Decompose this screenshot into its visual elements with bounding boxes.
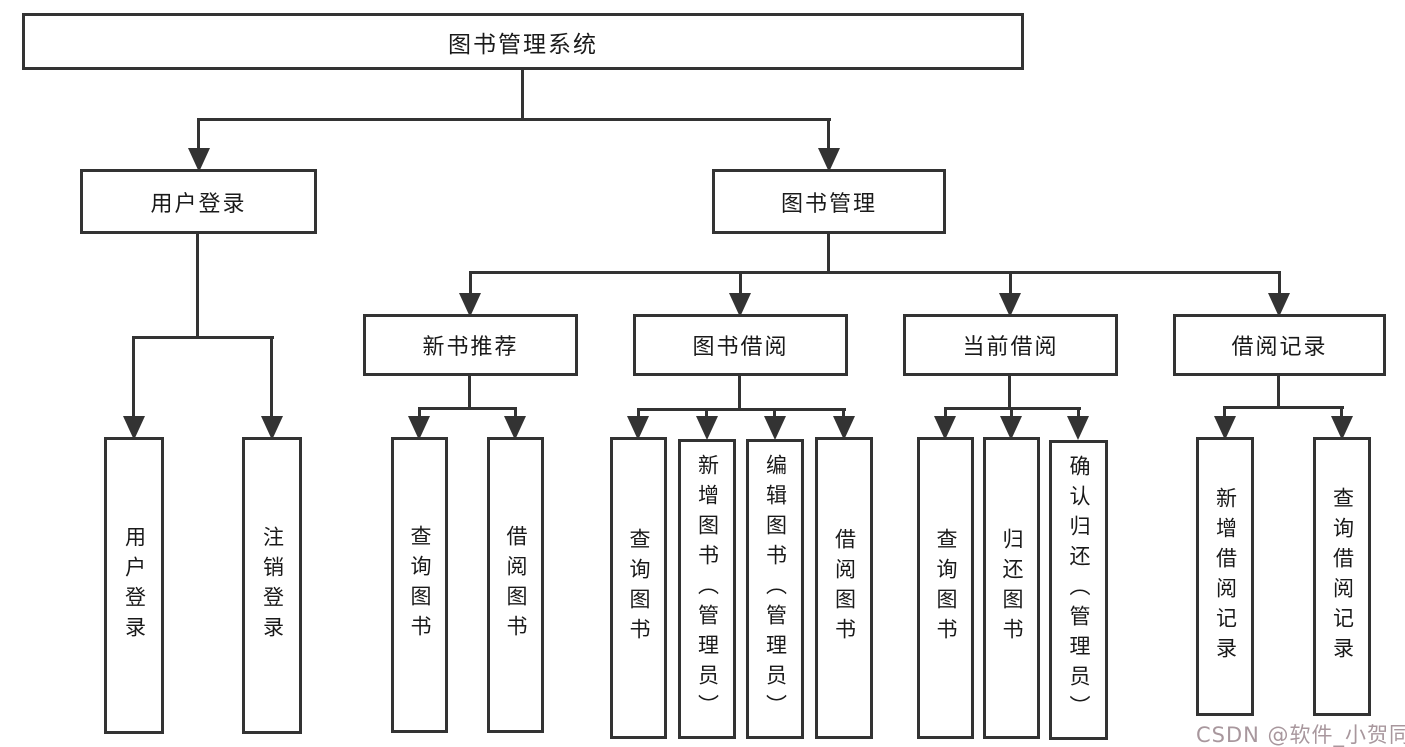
arrowhead-down-icon xyxy=(729,293,751,317)
node-borrow-books: 借阅图书 xyxy=(815,437,873,739)
node-book-borrowing: 图书借阅 xyxy=(633,314,848,376)
node-user-login-leaf: 用户登录 xyxy=(104,437,164,734)
node-logout: 注销登录 xyxy=(242,437,302,734)
connector-line xyxy=(1277,376,1280,409)
arrowhead-down-icon xyxy=(627,416,649,440)
connector-line xyxy=(270,336,273,416)
connector-line xyxy=(738,376,741,411)
connector-line xyxy=(637,408,846,411)
arrowhead-down-icon xyxy=(1331,416,1353,440)
node-library-management-system: 图书管理系统 xyxy=(22,13,1024,70)
node-current-borrowing: 当前借阅 xyxy=(903,314,1118,376)
node-label: 当前借阅 xyxy=(962,335,1059,360)
arrowhead-down-icon xyxy=(764,416,786,440)
node-label: 查询图书 xyxy=(934,528,958,648)
node-label: 查询借阅记录 xyxy=(1330,486,1355,667)
connector-line xyxy=(418,407,421,416)
node-new-book-recommend: 新书推荐 xyxy=(363,314,578,376)
arrowhead-down-icon xyxy=(833,416,855,440)
connector-line xyxy=(514,407,517,416)
node-add-borrow-record: 新增借阅记录 xyxy=(1196,437,1254,716)
connector-line xyxy=(132,336,274,339)
connector-line xyxy=(773,408,776,416)
connector-line xyxy=(1223,406,1226,416)
node-book-management: 图书管理 xyxy=(712,169,946,234)
connector-line xyxy=(842,408,845,416)
connector-line xyxy=(468,376,471,410)
node-edit-books-admin: 编辑图书（管理员） xyxy=(746,439,804,739)
connector-line xyxy=(1010,407,1013,416)
node-label: 新书推荐 xyxy=(422,335,519,360)
node-label: 编辑图书（管理员） xyxy=(763,454,788,724)
node-label: 新增借阅记录 xyxy=(1213,486,1238,667)
node-label: 借阅记录 xyxy=(1231,335,1328,360)
node-return-books: 归还图书 xyxy=(983,437,1040,739)
arrowhead-down-icon xyxy=(1000,416,1022,440)
node-label: 归还图书 xyxy=(1000,528,1024,648)
node-borrowing-records: 借阅记录 xyxy=(1173,314,1386,376)
connector-line xyxy=(637,408,640,416)
node-label: 用户登录 xyxy=(150,191,247,217)
connector-line xyxy=(132,336,135,416)
arrowhead-down-icon xyxy=(999,293,1021,317)
connector-line xyxy=(196,233,199,339)
connector-line xyxy=(197,118,200,148)
node-query-books-borrowing: 查询图书 xyxy=(610,437,667,739)
watermark-text: CSDN @软件_小贺同学 xyxy=(1196,723,1405,747)
node-query-books-recommend: 查询图书 xyxy=(391,437,448,733)
connector-line xyxy=(1278,271,1281,293)
connector-line xyxy=(418,407,517,410)
connector-line xyxy=(739,271,742,293)
arrowhead-down-icon xyxy=(934,416,956,440)
connector-line xyxy=(1008,376,1011,410)
node-label: 借阅图书 xyxy=(504,525,528,645)
node-add-books-admin: 新增图书（管理员） xyxy=(678,439,736,739)
node-label: 查询图书 xyxy=(408,525,432,645)
node-label: 查询图书 xyxy=(627,528,651,648)
connector-line xyxy=(1340,406,1343,416)
node-label: 注销登录 xyxy=(260,525,285,646)
arrowhead-down-icon xyxy=(504,416,526,440)
connector-line xyxy=(469,271,1281,274)
arrowhead-down-icon xyxy=(1214,416,1236,440)
arrowhead-down-icon xyxy=(123,416,145,440)
node-label: 图书管理系统 xyxy=(448,31,598,58)
arrowhead-down-icon xyxy=(188,148,210,172)
node-borrow-books-recommend: 借阅图书 xyxy=(487,437,544,733)
connector-line xyxy=(1077,407,1080,416)
node-label: 借阅图书 xyxy=(832,528,857,648)
connector-line xyxy=(469,271,472,293)
arrowhead-down-icon xyxy=(1268,293,1290,317)
node-label: 确认归还（管理员） xyxy=(1067,455,1091,725)
node-query-books-current: 查询图书 xyxy=(917,437,974,739)
node-label: 图书管理 xyxy=(780,191,877,217)
arrowhead-down-icon xyxy=(818,148,840,172)
arrowhead-down-icon xyxy=(261,416,283,440)
connector-line xyxy=(944,407,947,416)
connector-line xyxy=(1009,271,1012,293)
node-label: 新增图书（管理员） xyxy=(695,454,720,724)
arrowhead-down-icon xyxy=(408,416,430,440)
connector-line xyxy=(827,118,830,148)
node-user-login: 用户登录 xyxy=(80,169,317,234)
connector-line xyxy=(705,408,708,416)
connector-line xyxy=(827,234,830,274)
connector-line xyxy=(1223,406,1344,409)
arrowhead-down-icon xyxy=(1067,416,1089,440)
connector-line xyxy=(521,69,524,121)
node-label: 图书借阅 xyxy=(692,335,789,360)
arrowhead-down-icon xyxy=(696,416,718,440)
node-query-borrow-record: 查询借阅记录 xyxy=(1313,437,1371,716)
arrowhead-down-icon xyxy=(459,293,481,317)
node-confirm-return-admin: 确认归还（管理员） xyxy=(1049,440,1108,740)
node-label: 用户登录 xyxy=(122,525,147,646)
connector-line xyxy=(197,118,831,121)
